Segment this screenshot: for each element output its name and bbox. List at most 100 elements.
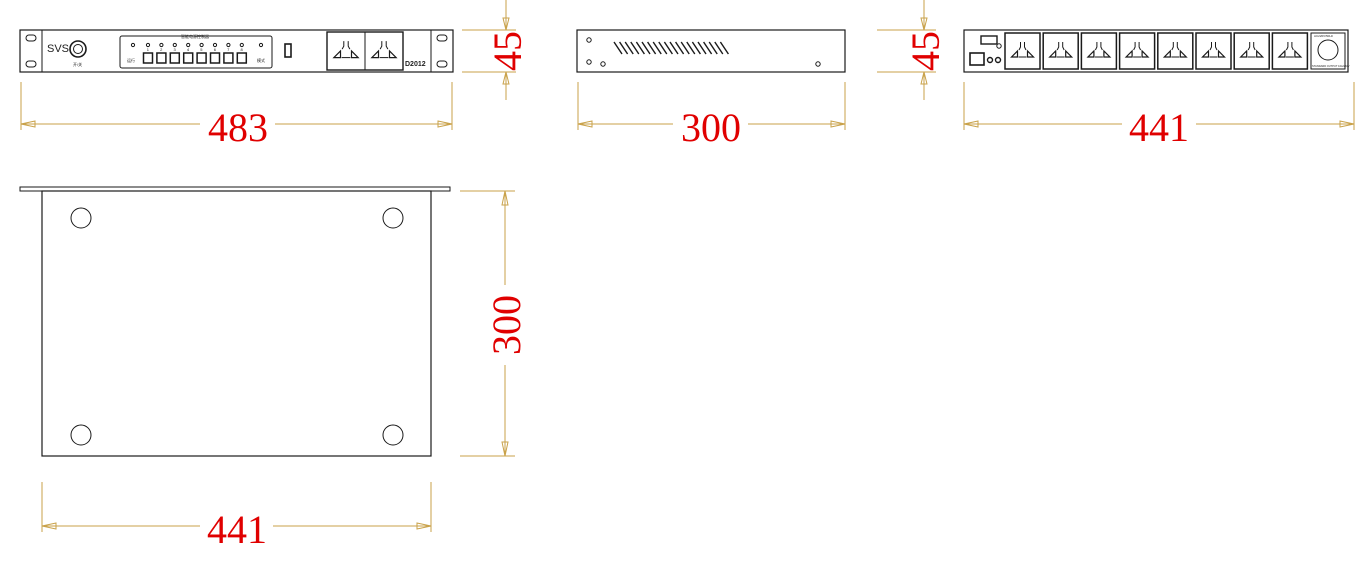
rear-outlet-frame — [1080, 32, 1118, 70]
channel-button[interactable] — [209, 52, 221, 64]
channel-indicator-icon — [226, 42, 231, 48]
channel-button[interactable] — [223, 52, 234, 64]
vent-slot — [658, 41, 668, 55]
rating-label: STANDARD OUTPUT 10A/250V — [1312, 64, 1350, 68]
dim-arrow-icon — [502, 17, 510, 31]
ventilation-slots — [613, 41, 729, 55]
dim-arrow-icon — [1339, 120, 1355, 128]
dim-arrow-icon — [437, 120, 453, 128]
outlet-icon — [1277, 42, 1303, 58]
outlet-icon — [332, 41, 360, 59]
vent-slot — [669, 41, 679, 55]
channel-number: 5 — [200, 47, 203, 52]
channel-indicator-icon — [145, 42, 151, 48]
side-depth-dimension: 300 — [681, 105, 741, 150]
dim-arrow-icon — [502, 71, 510, 85]
rack-slot-icon — [436, 60, 448, 68]
brand-label: SVS — [47, 43, 69, 55]
vent-slot — [697, 41, 707, 55]
vent-slot — [641, 41, 651, 55]
dim-arrow-icon — [41, 522, 57, 530]
model-label: D2012 — [405, 61, 426, 68]
dim-arrow-icon — [920, 71, 928, 85]
mode-indicator-icon — [258, 42, 264, 48]
channel-indicator-icon — [212, 42, 218, 48]
rack-slot-icon — [25, 60, 37, 68]
outlet-icon — [1086, 42, 1112, 58]
rear-outlet-frame — [1042, 32, 1079, 70]
rear-outlet-frame — [1195, 32, 1232, 70]
run-indicator-icon — [130, 42, 136, 48]
vent-slot — [613, 41, 623, 55]
rear-view: AC220V/50Hz STANDARD OUTPUT 10A/250V 441 — [963, 29, 1355, 150]
screw-icon — [600, 61, 606, 67]
serial-port-icon — [980, 35, 998, 45]
channel-number: 4 — [187, 47, 190, 52]
screw-icon — [586, 59, 592, 65]
side-panel-outline — [576, 29, 846, 73]
channel-button[interactable] — [196, 52, 207, 64]
mounting-foot-icon — [70, 424, 92, 446]
rack-slot-icon — [436, 34, 448, 42]
rear-outlet-frame — [1157, 32, 1194, 70]
vent-slot — [619, 41, 629, 55]
front-width-dimension: 483 — [208, 105, 268, 150]
side-view: 300 45 — [576, 0, 948, 150]
dim-arrow-icon — [577, 120, 593, 128]
power-switch-inner — [73, 44, 83, 54]
dim-arrow-icon — [501, 190, 509, 206]
power-input-icon — [1317, 39, 1339, 61]
rear-outlet-frame — [1271, 32, 1309, 70]
input-socket-frame — [1310, 32, 1346, 70]
outlet-icon — [1124, 42, 1150, 58]
dim-arrow-icon — [830, 120, 846, 128]
front-outlets — [332, 41, 398, 59]
vent-slot — [703, 41, 713, 55]
rear-outlet-frame — [1004, 32, 1041, 70]
outlet-icon — [370, 41, 398, 59]
top-chassis-outline — [41, 190, 432, 457]
rear-outlets — [1004, 32, 1309, 70]
channel-button[interactable] — [182, 52, 194, 64]
vent-slot — [691, 41, 701, 55]
channel-button[interactable] — [236, 52, 248, 64]
outlet-icon — [1048, 42, 1074, 58]
channel-button[interactable] — [156, 52, 167, 64]
mounting-foot-icon — [382, 424, 404, 446]
channel-indicator-icon — [159, 42, 164, 48]
channel-number: 2 — [160, 47, 163, 52]
input-label: AC220V/50Hz — [1314, 34, 1334, 38]
vent-slot — [652, 41, 662, 55]
top-view: 441 300 — [19, 186, 529, 552]
rear-width-dimension: 441 — [1129, 105, 1189, 150]
vent-slot — [719, 41, 729, 55]
outlet-icon — [1239, 42, 1265, 58]
vent-slot — [686, 41, 696, 55]
mode-label: 模式 — [257, 57, 265, 63]
top-depth-dimension: 300 — [484, 295, 529, 355]
vent-slot — [635, 41, 645, 55]
terminal-icon — [996, 43, 1002, 49]
outlet-icon — [1201, 42, 1226, 58]
dim-arrow-icon — [501, 441, 509, 457]
terminal-icon — [994, 56, 1002, 64]
channel-number: 8 — [241, 47, 244, 52]
vent-slot — [624, 41, 634, 55]
channel-button[interactable] — [142, 52, 154, 64]
power-switch-label: 开/关 — [73, 61, 82, 67]
mounting-foot-icon — [382, 207, 404, 229]
outlet-icon — [1162, 42, 1188, 58]
dim-arrow-icon — [416, 522, 432, 530]
screw-icon — [586, 37, 592, 43]
vent-slot — [714, 41, 724, 55]
dim-arrow-icon — [20, 120, 36, 128]
outlet-icon — [1010, 42, 1035, 58]
mounting-foot-icon — [70, 207, 92, 229]
channel-number: 3 — [174, 47, 177, 52]
front-panel-outline — [19, 29, 454, 73]
power-switch-icon[interactable] — [69, 40, 87, 58]
channel-indicator-icon — [186, 42, 191, 48]
channel-button[interactable] — [169, 52, 181, 64]
rear-outlet-frame — [1233, 32, 1270, 70]
usb-port-icon — [284, 43, 292, 58]
